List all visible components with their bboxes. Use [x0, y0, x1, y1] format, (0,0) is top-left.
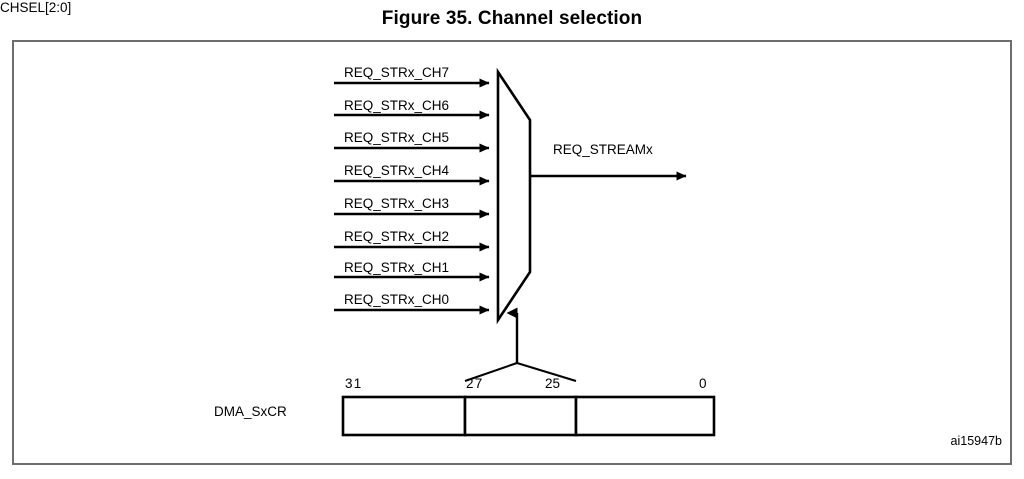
- input-label-ch7: REQ_STRx_CH7: [344, 65, 450, 80]
- mux-input-lines: [334, 78, 490, 315]
- register-boxes: [341, 395, 716, 437]
- output-label-req-streamx: REQ_STREAMx: [553, 142, 653, 157]
- input-label-ch1: REQ_STRx_CH1: [344, 260, 450, 275]
- input-label-ch5: REQ_STRx_CH5: [344, 130, 450, 145]
- input-label-ch0: REQ_STRx_CH0: [344, 292, 450, 307]
- register-field-upper: [341, 395, 467, 437]
- multiplexer-shape: [496, 67, 532, 325]
- input-label-ch6: REQ_STRx_CH6: [344, 98, 450, 113]
- bit-marker-31: 31: [345, 376, 363, 391]
- input-label-ch4: REQ_STRx_CH4: [344, 163, 450, 178]
- register-name-label: DMA_SxCR: [214, 404, 287, 419]
- bit-marker-0: 0: [699, 376, 707, 391]
- figure-watermark-id: ai15947b: [950, 434, 1002, 448]
- chsel-field-connector: [464, 362, 577, 382]
- bit-marker-25: 25: [545, 376, 561, 391]
- bit-marker-27: 27: [466, 376, 484, 391]
- page-title: Figure 35. Channel selection: [381, 8, 643, 29]
- register-field-label-chsel: CHSEL[2:0]: [0, 0, 72, 15]
- register-field-chsel: [463, 395, 578, 437]
- register-field-lower: [574, 395, 716, 437]
- input-label-ch2: REQ_STRx_CH2: [344, 229, 450, 244]
- input-label-ch3: REQ_STRx_CH3: [344, 196, 450, 211]
